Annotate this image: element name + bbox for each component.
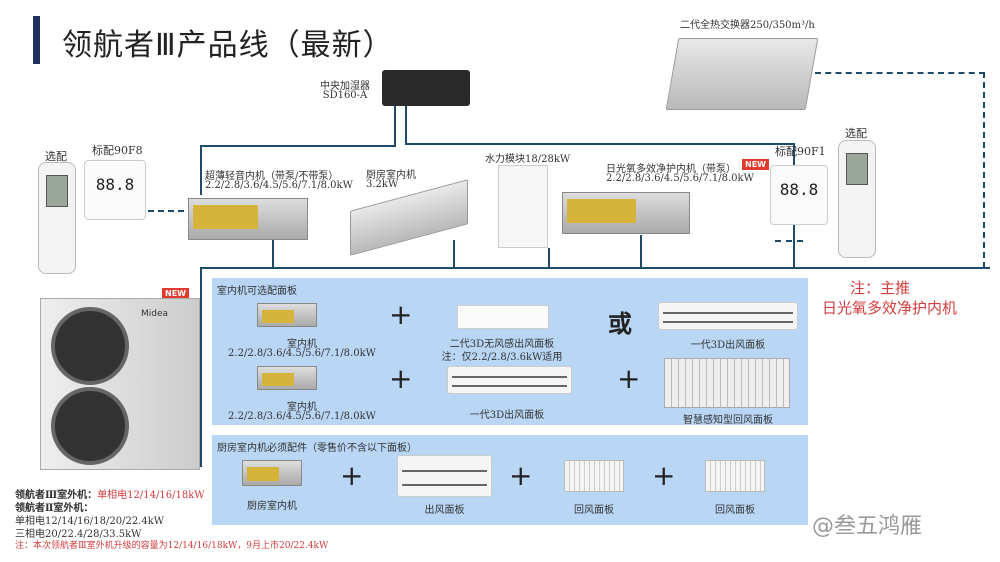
outdoor-iii-label: 领航者Ⅲ室外机： — [15, 490, 98, 501]
dashed-line — [775, 240, 803, 242]
heat-exchanger-image — [665, 38, 819, 110]
kitchen-accessory-section: 厨房室内机必须配件（零售价不含以下面板） 厨房室内机 + 出风面板 + 回风面板… — [212, 435, 808, 525]
title-accent-bar — [33, 16, 40, 64]
plus-sign: + — [652, 459, 676, 492]
return-panel-label: 回风面板 — [715, 505, 755, 516]
unit-kitchen-name: 厨房室内机 — [366, 170, 416, 181]
pipe-line — [405, 143, 795, 145]
pipe-line — [394, 105, 396, 147]
pipe-line — [640, 235, 642, 268]
pipe-line — [405, 105, 407, 145]
new-badge: NEW — [742, 159, 769, 170]
pipe-line — [453, 240, 455, 268]
right-remote-label: 选配 — [845, 127, 867, 140]
gen1-panel-label: 一代3D出风面板 — [690, 340, 766, 351]
dashed-line — [815, 72, 985, 74]
outdoor-ii-three: 三相电20/22.4/28/33.5kW — [15, 529, 142, 540]
humidifier-name: 中央加湿器 — [320, 81, 370, 92]
unit-hydro-image — [498, 165, 548, 248]
unit-slim-name: 超薄轻音内机（带泵/不带泵） — [205, 171, 339, 182]
plus-sign: + — [617, 362, 641, 395]
outdoor-unit-image: Midea — [40, 298, 200, 470]
plus-sign: + — [389, 298, 413, 331]
pipe-line — [200, 145, 396, 147]
return-panel-image — [564, 460, 624, 492]
unit-kitchen-image — [350, 179, 468, 256]
plus-sign: + — [340, 459, 364, 492]
gen2-panel-image — [457, 305, 549, 329]
section-title: 厨房室内机必须配件（零售价不含以下面板） — [217, 443, 417, 454]
return-panel-image — [705, 460, 765, 492]
dashed-line — [148, 210, 184, 212]
gen2-panel-label: 二代3D无风感出风面板 — [449, 339, 555, 350]
left-remote-label: 选配 — [45, 150, 67, 163]
outdoor-ii-label: 领航者Ⅱ室外机： — [15, 503, 94, 514]
outdoor-new-badge: NEW — [162, 288, 189, 299]
kitchen-unit-image — [242, 460, 302, 486]
section-title: 室内机可选配面板 — [217, 286, 297, 297]
humidifier-image — [382, 70, 470, 106]
indoor-label: 室内机 — [287, 402, 317, 413]
pipe-line — [200, 267, 990, 269]
plus-sign: + — [509, 459, 533, 492]
outlet-panel-image — [397, 455, 492, 497]
page-title: 领航者Ⅲ产品线（最新） — [62, 28, 394, 63]
pipe-line — [200, 145, 202, 195]
gen2-panel-note: 注：仅2.2/2.8/3.6kW适用 — [441, 352, 563, 363]
right-remote-control — [838, 140, 876, 258]
unit-kitchen-spec: 3.2kW — [366, 179, 399, 190]
return-panel-label: 回风面板 — [574, 505, 614, 516]
unit-slim-spec: 2.2/2.8/3.6/4.5/5.6/7.1/8.0kW — [205, 180, 353, 191]
gen1-panel-image — [658, 302, 798, 330]
recommend-product: 日光氧多效净护内机 — [822, 299, 958, 317]
unit-purify-image — [562, 192, 690, 234]
dashed-line — [983, 72, 985, 268]
gen1-panel-label: 一代3D出风面板 — [469, 410, 545, 421]
left-wired-controller: 88.8 — [84, 160, 146, 220]
left-wired-label: 标配90F8 — [92, 144, 143, 157]
humidifier-model: SD160-A — [322, 90, 368, 101]
right-wired-controller: 88.8 — [770, 165, 828, 225]
optional-panel-section: 室内机可选配面板 室内机 2.2/2.8/3.6/4.5/5.6/7.1/8.0… — [212, 278, 808, 426]
pipe-line — [272, 240, 274, 268]
outdoor-ii-single: 单相电12/14/16/18/20/22.4kW — [15, 516, 165, 527]
smart-return-panel-label: 智慧感知型回风面板 — [683, 415, 773, 426]
indoor-spec: 2.2/2.8/3.6/4.5/5.6/7.1/8.0kW — [228, 348, 376, 359]
outlet-panel-label: 出风面板 — [424, 505, 465, 516]
heat-exchanger-label: 二代全热交换器250/350m³/h — [680, 20, 815, 31]
indoor-label: 室内机 — [287, 339, 317, 350]
indoor-unit-image — [257, 303, 317, 327]
watermark: @叁五鸿雁 — [812, 514, 923, 539]
gen1-panel-image — [447, 366, 572, 394]
unit-purify-name: 日光氧多效净护内机（带泵） — [606, 164, 736, 175]
left-remote-control — [38, 162, 76, 274]
pipe-line — [200, 267, 202, 467]
or-label: 或 — [608, 309, 632, 338]
midea-logo: Midea — [141, 309, 169, 319]
indoor-spec: 2.2/2.8/3.6/4.5/5.6/7.1/8.0kW — [228, 411, 376, 422]
outdoor-note: 注：本次领航者Ⅲ室外机升级的容量为12/14/16/18kW，9月上市20/22… — [15, 541, 329, 551]
kitchen-unit-label: 厨房室内机 — [247, 501, 297, 512]
right-wired-label: 标配90F1 — [775, 145, 826, 158]
outdoor-iii-spec: 单相电12/14/16/18kW — [97, 490, 205, 501]
unit-hydro-name: 水力模块18/28kW — [485, 154, 571, 165]
plus-sign: + — [389, 362, 413, 395]
pipe-line — [548, 248, 550, 268]
indoor-unit-image — [257, 366, 317, 390]
smart-return-panel-image — [664, 358, 790, 408]
recommend-note: 注：主推 — [850, 279, 911, 297]
unit-slim-image — [188, 198, 308, 240]
unit-purify-spec: 2.2/2.8/3.6/4.5/5.6/7.1/8.0kW — [606, 173, 754, 184]
